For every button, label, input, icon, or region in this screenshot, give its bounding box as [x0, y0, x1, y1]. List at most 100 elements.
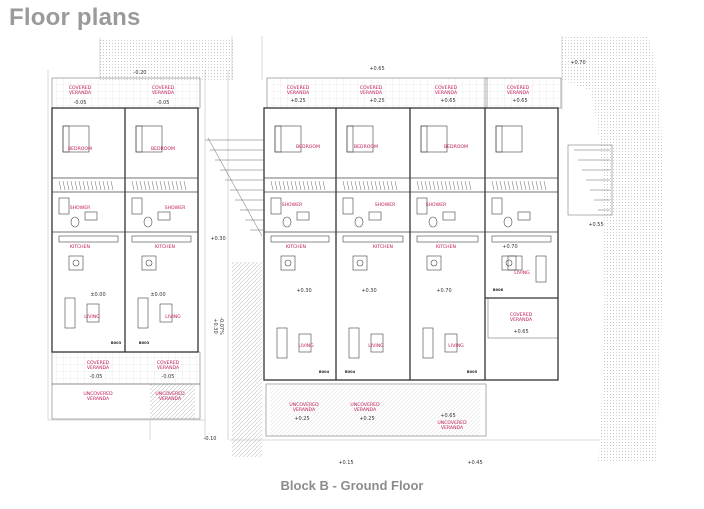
covered-veranda-label: COVERED: [152, 85, 175, 91]
wardrobe-line: [290, 180, 294, 191]
wardrobe-line: [163, 180, 167, 191]
wardrobe-line: [350, 180, 354, 191]
shower-label: SHOWER: [70, 205, 91, 211]
stairs: [205, 137, 613, 237]
unit-6-labels: COVERED VERANDA LIVING COVERED VERANDA: [507, 85, 533, 323]
covered-veranda-label: COVERED: [507, 85, 530, 91]
kitchen-counter: [131, 235, 192, 243]
wardrobe-line: [70, 180, 74, 191]
dining-plate: [284, 259, 292, 267]
wardrobe-line: [499, 180, 503, 191]
level-marker: +0.70: [570, 60, 585, 66]
toilet: [70, 216, 80, 228]
bedroom-label: BEDROOM: [296, 144, 320, 150]
dining-table: [501, 255, 517, 271]
coffee-table: [159, 303, 173, 323]
uncovered-veranda-label: UNCOVERED: [289, 402, 319, 408]
shower-tray: [342, 197, 354, 215]
wardrobe-line: [110, 180, 114, 191]
wardrobe-line: [94, 180, 98, 191]
wardrobe-line: [62, 180, 66, 191]
grid-lines: [47, 36, 600, 441]
bed-headboard: [495, 125, 503, 153]
site-hatching: [54, 36, 663, 462]
covered-veranda-label: COVERED: [87, 360, 110, 366]
level-marker: -0.05: [162, 374, 175, 380]
level-marker: +0.30: [296, 288, 311, 294]
wardrobe-line: [527, 180, 531, 191]
shower-tray: [491, 197, 503, 215]
wardrobe-line: [511, 180, 515, 191]
wardrobe-line: [358, 180, 362, 191]
level-marker: +0.55: [588, 222, 603, 228]
bed: [495, 125, 523, 153]
wardrobe-line: [102, 180, 106, 191]
covered-veranda-label: VERANDA: [507, 90, 530, 96]
wardrobe-line: [390, 180, 394, 191]
toilet: [282, 216, 292, 228]
door-tag: B004: [345, 370, 356, 374]
wardrobe-line: [424, 180, 428, 191]
covered-veranda-label: VERANDA: [69, 90, 92, 96]
wardrobe-line: [440, 180, 444, 191]
covered-veranda-label: VERANDA: [510, 317, 533, 323]
level-marker: +0.25: [294, 416, 309, 422]
sofa: [137, 297, 149, 329]
interior-partitions: [52, 177, 558, 233]
washbasin: [296, 211, 310, 221]
level-marker: +0.30: [361, 288, 376, 294]
wardrobe-line: [370, 180, 374, 191]
unit-1-labels: COVERED VERANDA BEDROOM SHOWER KITCHEN L…: [68, 85, 113, 402]
kitchen-counter: [342, 235, 404, 243]
kitchen-counter: [491, 235, 552, 243]
wardrobe-line: [98, 180, 102, 191]
washbasin: [157, 211, 171, 221]
toilet: [428, 216, 438, 228]
uncovered-veranda-label: VERANDA: [441, 425, 464, 431]
kitchen-label: KITCHEN: [155, 244, 175, 250]
wardrobe-line: [503, 180, 507, 191]
wardrobe-line: [519, 180, 523, 191]
building-walls: [51, 107, 559, 381]
wardrobe-line: [90, 180, 94, 191]
bedroom-label: BEDROOM: [354, 144, 378, 150]
living-label: LIVING: [368, 343, 384, 349]
door-tag: B005: [467, 370, 478, 374]
wardrobe-line: [456, 180, 460, 191]
wardrobe-line: [278, 180, 282, 191]
wardrobe-line: [495, 180, 499, 191]
covered-veranda-label: VERANDA: [157, 365, 180, 371]
wardrobe-line: [420, 180, 424, 191]
wardrobe-line: [274, 180, 278, 191]
level-marker: -0.05: [157, 100, 170, 106]
covered-veranda-label: VERANDA: [287, 90, 310, 96]
sofa: [276, 327, 288, 359]
wardrobe-line: [444, 180, 448, 191]
wardrobe-line: [468, 180, 472, 191]
bed-headboard: [420, 125, 428, 153]
shower-label: SHOWER: [165, 205, 186, 211]
door-tag: B006: [493, 288, 504, 292]
washbasin: [517, 211, 531, 221]
level-marker: +0.65: [440, 413, 455, 419]
unit-4-labels: COVERED VERANDA BEDROOM SHOWER KITCHEN L…: [350, 85, 396, 413]
level-markers: -0.20 +0.65 +0.70 -0.05 -0.05 +0.25 +0.2…: [74, 60, 604, 466]
uncovered-veranda-label: UNCOVERED: [155, 391, 185, 397]
wardrobe-line: [507, 180, 511, 191]
dining-table: [352, 255, 368, 271]
covered-veranda-label: VERANDA: [87, 365, 110, 371]
shower-label: SHOWER: [282, 202, 303, 208]
wardrobe-line: [302, 180, 306, 191]
wardrobe-line: [82, 180, 86, 191]
unit-2-labels: COVERED VERANDA BEDROOM SHOWER KITCHEN L…: [151, 85, 186, 402]
wardrobe-line: [294, 180, 298, 191]
wardrobe-line: [523, 180, 527, 191]
level-marker: -0.10: [204, 436, 217, 442]
wardrobe-line: [171, 180, 175, 191]
level-marker: +0.65: [513, 329, 528, 335]
wardrobe-line: [74, 180, 78, 191]
wardrobe-line: [310, 180, 314, 191]
level-marker: +0.65: [512, 98, 527, 104]
wardrobe-line: [131, 180, 135, 191]
kitchen-counter: [270, 235, 330, 243]
